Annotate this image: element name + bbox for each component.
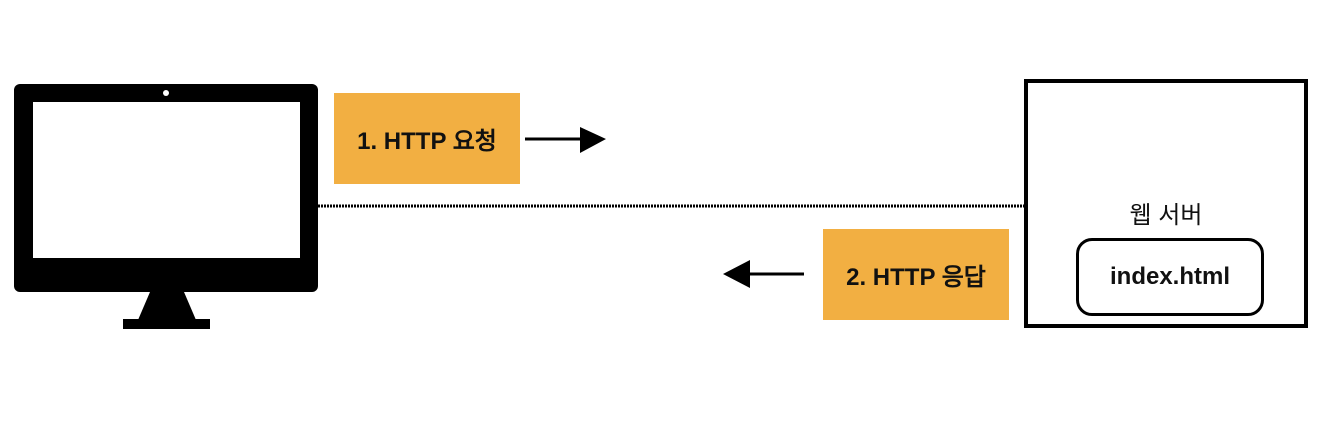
request-label-text: 1. HTTP 요청 — [357, 128, 497, 155]
web-server-box: 웹 서버 index.html — [1024, 79, 1308, 328]
request-arrow — [525, 127, 606, 153]
web-server-title: 웹 서버 — [1129, 202, 1203, 229]
response-label: 2. HTTP 응답 — [823, 229, 1009, 320]
response-arrow — [723, 260, 804, 288]
desktop-monitor-icon — [14, 84, 318, 329]
request-label: 1. HTTP 요청 — [334, 93, 520, 184]
response-label-text: 2. HTTP 응답 — [846, 264, 986, 291]
index-file-box: index.html — [1076, 238, 1264, 316]
index-file-label: index.html — [1109, 263, 1230, 290]
